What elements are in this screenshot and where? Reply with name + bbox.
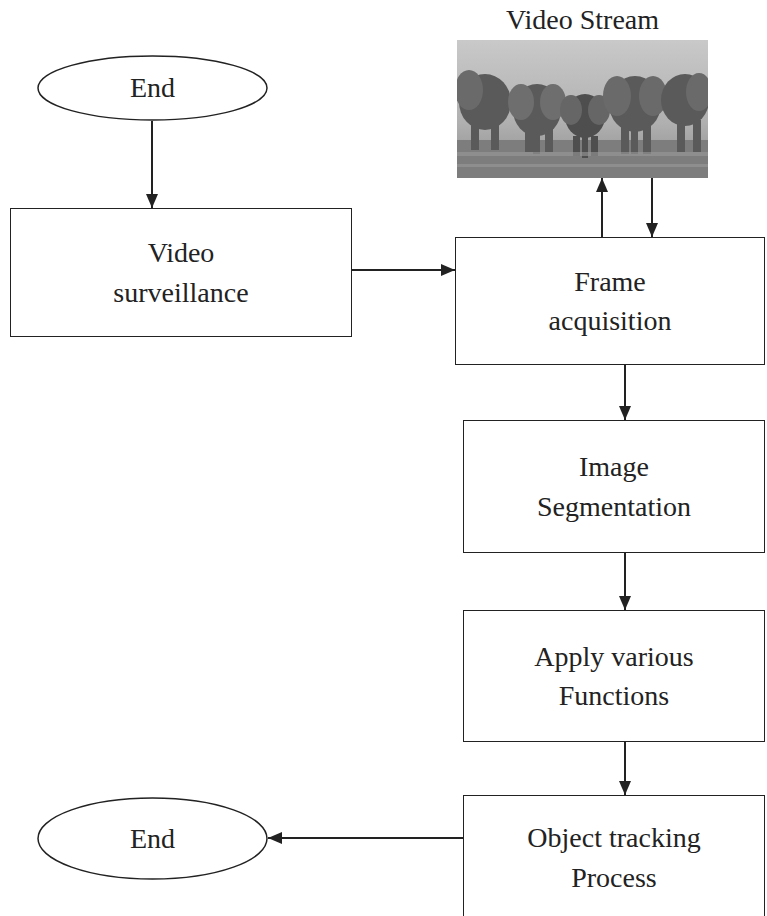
ellipse-outline: [38, 56, 267, 120]
video-stream: Video Stream: [457, 40, 708, 178]
node-label: End: [130, 819, 175, 858]
node-label: Video surveillance: [81, 233, 281, 311]
terminal-ellipse: End: [37, 55, 268, 121]
process-box: Apply various Functions: [463, 610, 765, 742]
node-label: End: [130, 68, 175, 107]
process-box: Frame acquisition: [455, 237, 765, 365]
photo-ground: [457, 40, 708, 178]
node-label: Object tracking Process: [499, 818, 729, 896]
terminal-ellipse: End: [37, 797, 268, 880]
process-box: Object tracking Process: [463, 795, 765, 916]
image-heading: Video Stream: [437, 0, 728, 39]
flow-arrow: [352, 269, 455, 271]
flow-arrow: [624, 553, 626, 610]
ellipse-outline: [38, 798, 267, 879]
elephant-photo: [457, 40, 708, 178]
node-label: Image Segmentation: [507, 447, 722, 525]
flow-arrow: [601, 178, 603, 237]
flow-arrow: [624, 365, 626, 420]
flow-arrow: [151, 121, 153, 208]
process-box: Image Segmentation: [463, 420, 765, 553]
node-label: Frame acquisition: [515, 262, 705, 340]
elephant-herd: [457, 70, 708, 158]
grass-blades: [457, 152, 708, 167]
node-label: Apply various Functions: [499, 637, 729, 715]
flow-arrow: [268, 837, 463, 839]
flow-arrow: [624, 742, 626, 795]
flow-arrow: [651, 178, 653, 237]
process-box: Video surveillance: [10, 208, 352, 337]
